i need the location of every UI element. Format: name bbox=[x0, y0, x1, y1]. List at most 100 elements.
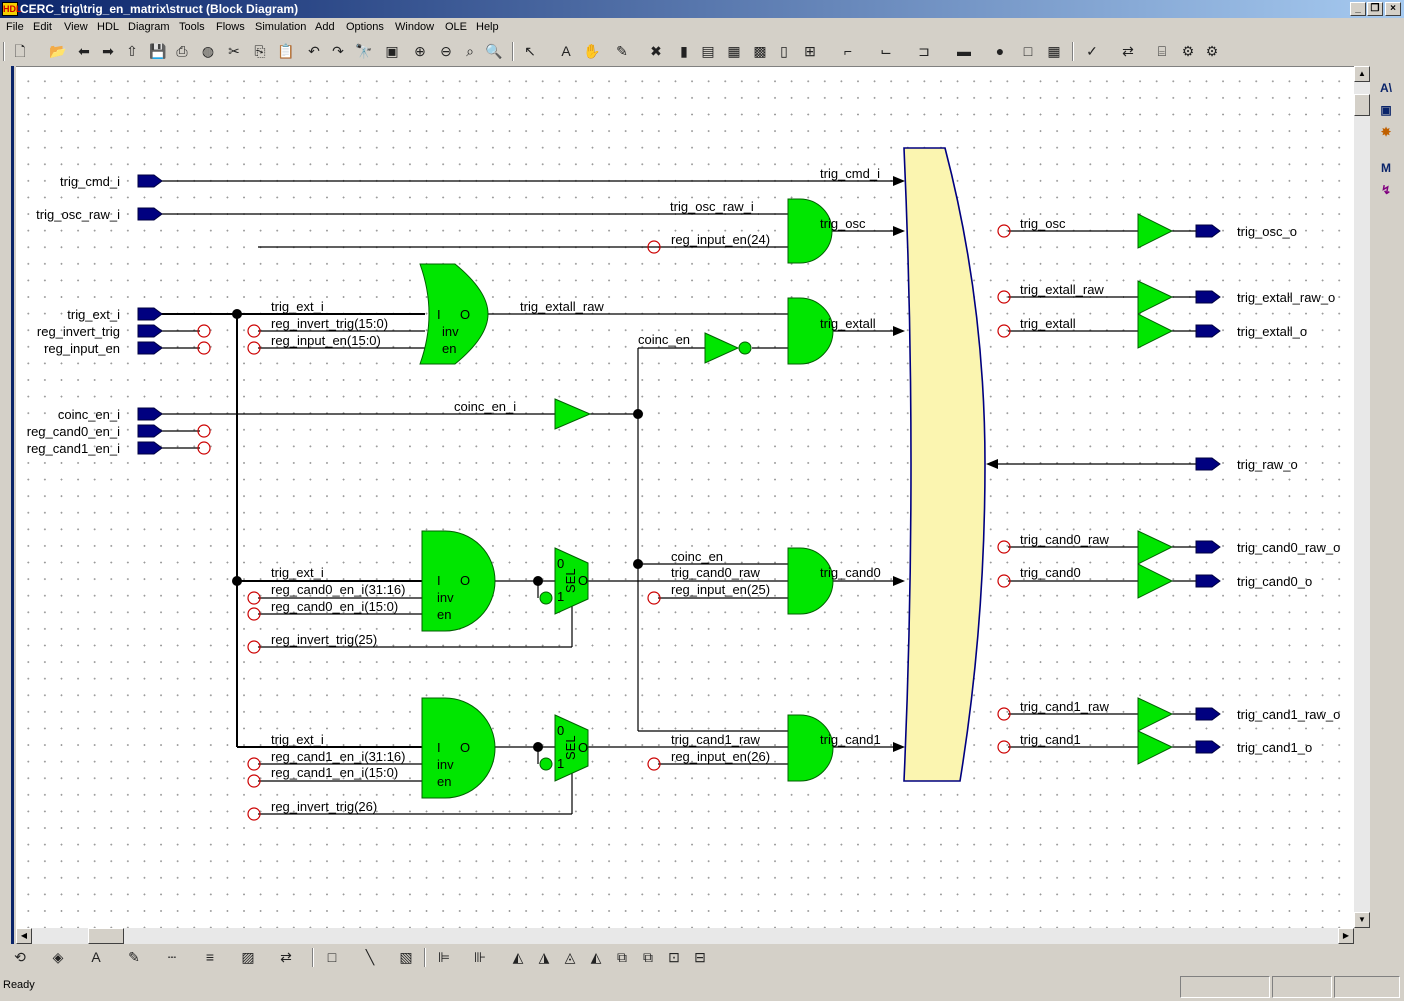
line-width-icon[interactable]: ≡ bbox=[205, 949, 215, 965]
or-mux-block[interactable] bbox=[903, 147, 986, 782]
menu-tools[interactable]: Tools bbox=[179, 21, 205, 33]
save-icon[interactable]: 💾 bbox=[149, 43, 167, 59]
flip-horizontal-icon[interactable]: ◭ bbox=[512, 949, 524, 965]
menu-flows[interactable]: Flows bbox=[216, 21, 245, 33]
vertical-scrollbar[interactable]: ▲ ▼ bbox=[1354, 66, 1370, 928]
close-button[interactable]: × bbox=[1385, 2, 1401, 16]
wave-icon[interactable]: ↯ bbox=[1380, 183, 1392, 197]
line-color-icon[interactable]: ✎ bbox=[128, 949, 140, 965]
embedded-block-icon[interactable]: ▦ bbox=[727, 43, 741, 59]
line-style-icon[interactable]: ┄ bbox=[167, 949, 177, 965]
or-block-extall[interactable] bbox=[419, 263, 489, 365]
minimize-button[interactable]: _ bbox=[1350, 2, 1366, 16]
find-icon[interactable]: 🔭 bbox=[355, 43, 373, 59]
component-icon[interactable]: ▮ bbox=[680, 43, 688, 59]
rotate-left-icon[interactable]: ◬ bbox=[564, 949, 576, 965]
menu-ole[interactable]: OLE bbox=[445, 21, 468, 33]
menu-file[interactable]: File bbox=[6, 21, 24, 33]
and-gate-extall[interactable] bbox=[787, 297, 834, 365]
synthesize-icon[interactable]: ⚙ bbox=[1205, 43, 1219, 59]
image-icon[interactable]: ▧ bbox=[399, 949, 413, 965]
port-icon[interactable]: ▬ bbox=[957, 43, 971, 59]
zoom-out-icon[interactable]: ⊖ bbox=[440, 43, 452, 59]
and-block-cand1[interactable] bbox=[421, 697, 496, 799]
port-trig-extall-raw-o[interactable] bbox=[1195, 290, 1221, 304]
send-back-icon[interactable]: ⧉ bbox=[643, 949, 653, 965]
back-arrow-icon[interactable]: ⬅ bbox=[78, 43, 90, 59]
panel-icon[interactable]: □ bbox=[1023, 43, 1033, 59]
select-pointer-icon[interactable]: ↖ bbox=[524, 43, 536, 59]
line-tool-icon[interactable]: ╲ bbox=[365, 949, 375, 965]
simulate-icon[interactable]: ⚙ bbox=[1181, 43, 1195, 59]
align-left-icon[interactable]: ⊫ bbox=[437, 949, 451, 965]
copy-icon[interactable]: ⎘ bbox=[254, 43, 266, 59]
buffer-coinc-en-i[interactable] bbox=[554, 398, 592, 430]
port-trig-ext-i[interactable] bbox=[137, 307, 163, 321]
menu-view[interactable]: View bbox=[64, 21, 88, 33]
scroll-up-icon[interactable]: ▲ bbox=[1354, 66, 1370, 82]
menu-simulation[interactable]: Simulation bbox=[255, 21, 307, 33]
rectangle-icon[interactable]: □ bbox=[327, 949, 337, 965]
horizontal-scrollbar[interactable]: ◀ ▶ bbox=[16, 928, 1354, 944]
flip-vertical-icon[interactable]: ◮ bbox=[538, 949, 550, 965]
group-icon[interactable]: ⊡ bbox=[668, 949, 680, 965]
and-gate-osc[interactable] bbox=[787, 198, 833, 264]
menu-window[interactable]: Window bbox=[395, 21, 435, 33]
port-coinc-en-i[interactable] bbox=[137, 407, 163, 421]
port-trig-cand1-raw-o[interactable] bbox=[1195, 707, 1221, 721]
frame-view-icon[interactable]: ▣ bbox=[1380, 103, 1392, 117]
text-tool-icon[interactable]: A bbox=[561, 43, 571, 59]
scroll-left-icon[interactable]: ◀ bbox=[16, 928, 32, 944]
pattern-icon[interactable]: ▨ bbox=[241, 949, 255, 965]
bring-front-icon[interactable]: ⧉ bbox=[617, 949, 627, 965]
buffer-trig-cand1-o[interactable] bbox=[1137, 730, 1174, 765]
menu-options[interactable]: Options bbox=[346, 21, 384, 33]
text-align-icon[interactable]: A\ bbox=[1380, 81, 1392, 95]
properties-icon[interactable]: ▣ bbox=[385, 43, 399, 59]
zoom-area-icon[interactable]: 🔍 bbox=[485, 43, 503, 59]
mux-cand1[interactable] bbox=[554, 714, 589, 782]
port-trig-cmd-i[interactable] bbox=[137, 174, 163, 188]
table-icon[interactable]: ▦ bbox=[1047, 43, 1061, 59]
delete-cross-icon[interactable]: ✖ bbox=[650, 43, 662, 59]
forward-arrow-icon[interactable]: ➡ bbox=[102, 43, 114, 59]
new-document-icon[interactable]: 🗋 bbox=[14, 43, 26, 59]
mux-cand0[interactable] bbox=[554, 547, 589, 615]
bundle-icon[interactable]: ⊐ bbox=[918, 43, 930, 59]
port-reg-input-en[interactable] bbox=[137, 341, 163, 355]
buffer-trig-extall-o[interactable] bbox=[1137, 313, 1174, 349]
ungroup-icon[interactable]: ⊟ bbox=[694, 949, 706, 965]
scroll-right-icon[interactable]: ▶ bbox=[1338, 928, 1354, 944]
m-icon[interactable]: M bbox=[1381, 161, 1391, 175]
port-reg-cand0-en-i[interactable] bbox=[137, 424, 163, 438]
scroll-thumb[interactable] bbox=[88, 928, 124, 944]
cut-icon[interactable]: ✂ bbox=[228, 43, 240, 59]
draw-pen-icon[interactable]: ✎ bbox=[616, 43, 628, 59]
menu-help[interactable]: Help bbox=[476, 21, 499, 33]
bus-icon[interactable]: ⌙ bbox=[880, 43, 892, 59]
menu-edit[interactable]: Edit bbox=[33, 21, 52, 33]
scroll-thumb[interactable] bbox=[1354, 94, 1370, 116]
block-icon[interactable]: ▤ bbox=[701, 43, 715, 59]
port-trig-osc-o[interactable] bbox=[1195, 224, 1221, 238]
and-gate-cand1[interactable] bbox=[787, 714, 834, 782]
port-trig-extall-o[interactable] bbox=[1195, 324, 1221, 338]
buffer-trig-cand0-o[interactable] bbox=[1137, 563, 1174, 599]
print-icon[interactable]: ⎙ bbox=[176, 43, 188, 59]
check-icon[interactable]: ✓ bbox=[1086, 43, 1098, 59]
diagram-canvas[interactable]: trig_cmd_i trig_osc_raw_i trig_ext_i reg… bbox=[16, 66, 1354, 929]
open-folder-icon[interactable]: 📂 bbox=[49, 43, 67, 59]
scroll-down-icon[interactable]: ▼ bbox=[1354, 912, 1370, 928]
arrow-style-icon[interactable]: ⇄ bbox=[280, 949, 292, 965]
port-reg-cand1-en-i[interactable] bbox=[137, 441, 163, 455]
up-folder-icon[interactable]: ⇧ bbox=[126, 43, 138, 59]
fill-color-icon[interactable]: ◈ bbox=[52, 949, 64, 965]
connector-icon[interactable]: ● bbox=[995, 43, 1005, 59]
signal-icon[interactable]: ⌐ bbox=[843, 43, 853, 59]
burst-icon[interactable]: ✸ bbox=[1380, 125, 1392, 139]
package-icon[interactable]: ▯ bbox=[780, 43, 788, 59]
buffer-trig-cand0-raw-o[interactable] bbox=[1137, 530, 1174, 565]
port-trig-cand0-o[interactable] bbox=[1195, 574, 1221, 588]
block-diagram[interactable]: trig_cmd_i trig_osc_raw_i trig_ext_i reg… bbox=[16, 67, 1354, 929]
ip-block-icon[interactable]: ▩ bbox=[753, 43, 767, 59]
